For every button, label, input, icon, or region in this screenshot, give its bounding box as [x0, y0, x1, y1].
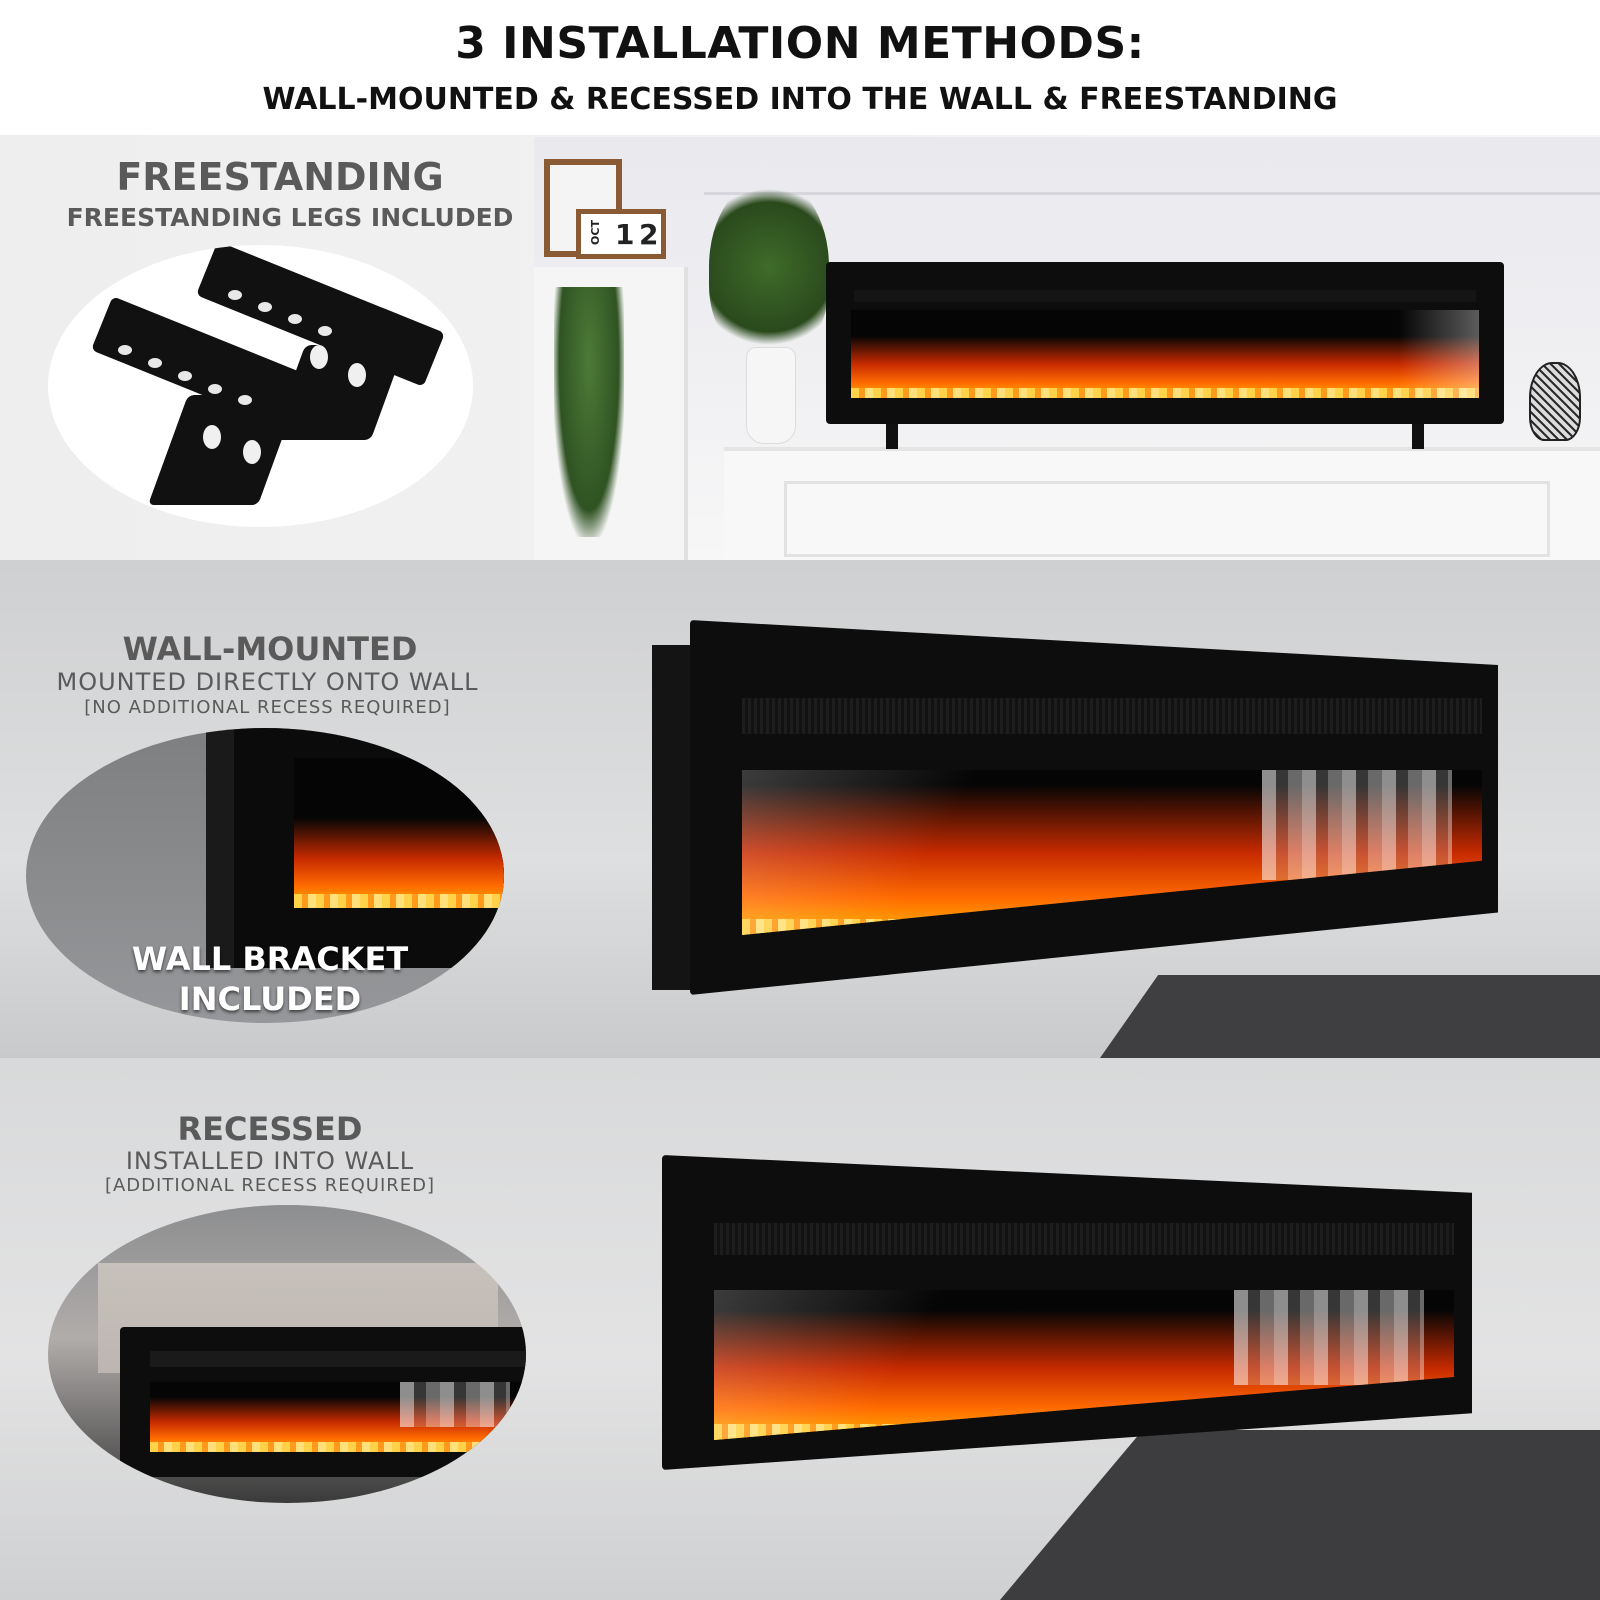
freestanding-leg-foot-icon	[147, 395, 299, 505]
vase-icon	[746, 347, 796, 444]
freestanding-subtitle: FREESTANDING LEGS INCLUDED	[66, 203, 514, 232]
wall-bracket-callout-line2: INCLUDED	[178, 980, 362, 1018]
wall-bracket-icon	[206, 728, 234, 968]
wall-bracket-detail-oval	[26, 728, 504, 1023]
calendar-icon: OCT 1 2	[576, 209, 666, 259]
media-console	[724, 447, 1600, 560]
plant-icon	[709, 177, 829, 357]
wall-mounted-note: [NO ADDITIONAL RECESS REQUIRED]	[84, 697, 451, 718]
recessed-fireplace-thumbnail	[120, 1327, 526, 1477]
page-title: 3 INSTALLATION METHODS:	[455, 18, 1145, 69]
recessed-fireplace	[662, 1155, 1472, 1470]
recessed-note: [ADDITIONAL RECESS REQUIRED]	[104, 1175, 436, 1196]
table-lamp-icon	[1529, 362, 1581, 441]
legs-detail-oval	[48, 245, 473, 527]
freestanding-title: FREESTANDING	[116, 155, 444, 199]
recessed-title: RECESSED	[177, 1110, 363, 1148]
floor	[1100, 975, 1600, 1058]
hanging-plant-icon	[554, 287, 624, 537]
recessed-detail-oval: ➜	[48, 1205, 526, 1503]
wall-mounted-bracket	[652, 645, 692, 990]
calendar-day-2: 2	[639, 218, 659, 251]
fireplace-leg-left	[886, 424, 898, 449]
wall-bracket-callout-line1: WALL BRACKET	[131, 940, 409, 978]
freestanding-fireplace	[826, 262, 1504, 424]
recessed-subtitle: INSTALLED INTO WALL	[125, 1147, 415, 1175]
arrow-right-icon: ➜	[78, 1437, 100, 1467]
wall-mounted-title: WALL-MOUNTED	[122, 630, 418, 668]
calendar-month: OCT	[588, 220, 602, 245]
freestanding-room-photo: OCT 1 2	[534, 137, 1600, 560]
fireplace-leg-right	[1412, 424, 1424, 449]
wall-mounted-subtitle: MOUNTED DIRECTLY ONTO WALL	[56, 668, 479, 696]
header-banner: 3 INSTALLATION METHODS: WALL-MOUNTED & R…	[0, 0, 1600, 135]
calendar-day-1: 1	[615, 218, 635, 251]
page-subtitle: WALL-MOUNTED & RECESSED INTO THE WALL & …	[262, 82, 1338, 117]
